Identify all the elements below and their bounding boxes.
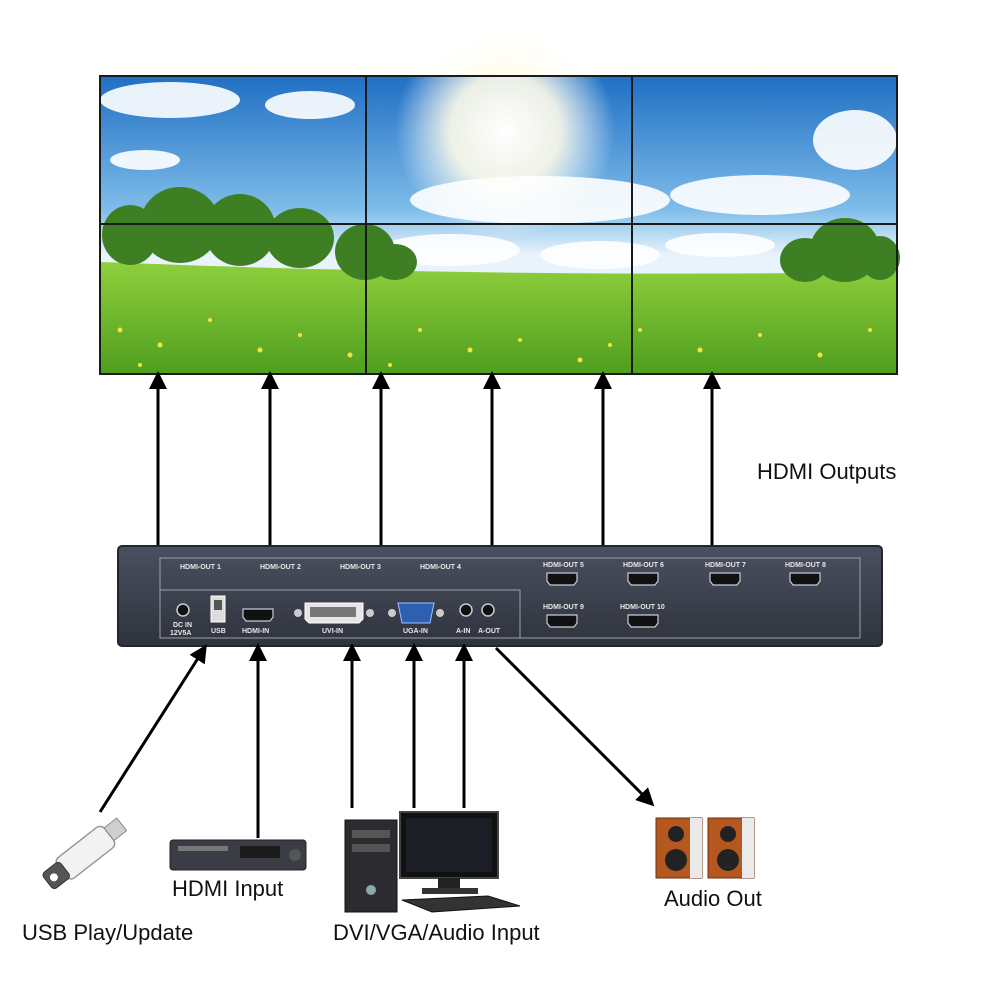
flowers	[117, 318, 872, 367]
label-a-in: A-IN	[456, 628, 470, 635]
video-wall	[99, 20, 900, 375]
usb-port-slot	[214, 600, 222, 610]
arrow-usb	[98, 644, 207, 813]
dvi-in-port	[294, 602, 374, 624]
label-hdmi-in: HDMI-IN	[242, 628, 269, 635]
input-arrows	[98, 643, 655, 838]
hdmi-outputs-label: HDMI Outputs	[757, 459, 897, 484]
grass	[100, 262, 897, 374]
usb-play-label: USB Play/Update	[22, 920, 194, 945]
hdmi-port-10	[627, 614, 659, 628]
hdmi-output-ports	[546, 572, 821, 628]
label-hdmi-out-1: HDMI-OUT 1	[180, 564, 221, 571]
dc-in-port	[176, 603, 190, 617]
label-hdmi-out-9: HDMI-OUT 9	[543, 604, 584, 611]
label-usb: USB	[211, 628, 226, 635]
label-dc-in: DC IN	[173, 622, 192, 629]
usb-stick-icon	[42, 817, 128, 890]
hdmi-port-6	[627, 572, 659, 586]
computer-icon	[344, 811, 521, 913]
vga-in-port	[388, 602, 444, 624]
hdmi-port-8	[789, 572, 821, 586]
label-hdmi-out-10: HDMI-OUT 10	[620, 604, 665, 611]
clouds	[100, 82, 897, 269]
label-hdmi-out-2: HDMI-OUT 2	[260, 564, 301, 571]
wall-controller-device: HDMI-OUT 1 HDMI-OUT 2 HDMI-OUT 3 HDMI-OU…	[117, 545, 883, 647]
audio-out-label: Audio Out	[664, 886, 762, 911]
hdmi-port-9	[546, 614, 578, 628]
label-dvi-in: UVI-IN	[322, 628, 343, 635]
label-a-out: A-OUT	[478, 628, 501, 635]
label-12v5a: 12V5A	[170, 630, 191, 637]
hdmi-input-label: HDMI Input	[172, 876, 284, 901]
label-hdmi-out-7: HDMI-OUT 7	[705, 562, 746, 569]
audio-out-jack	[481, 603, 495, 617]
audio-in-jack	[459, 603, 473, 617]
label-hdmi-out-8: HDMI-OUT 8	[785, 562, 826, 569]
label-vga-in: UGA-IN	[403, 628, 428, 635]
output-arrows	[149, 371, 721, 548]
label-hdmi-out-6: HDMI-OUT 6	[623, 562, 664, 569]
hdmi-port-7	[709, 572, 741, 586]
hdmi-player-icon	[169, 839, 307, 871]
arrow-audio-out	[494, 646, 655, 807]
device-panel-outline	[159, 557, 861, 639]
dvi-vga-audio-label: DVI/VGA/Audio Input	[333, 920, 540, 945]
label-hdmi-out-5: HDMI-OUT 5	[543, 562, 584, 569]
hdmi-in-port	[242, 608, 274, 622]
label-hdmi-out-3: HDMI-OUT 3	[340, 564, 381, 571]
hdmi-port-5	[546, 572, 578, 586]
label-hdmi-out-4: HDMI-OUT 4	[420, 564, 461, 571]
speakers-icon	[655, 817, 755, 879]
